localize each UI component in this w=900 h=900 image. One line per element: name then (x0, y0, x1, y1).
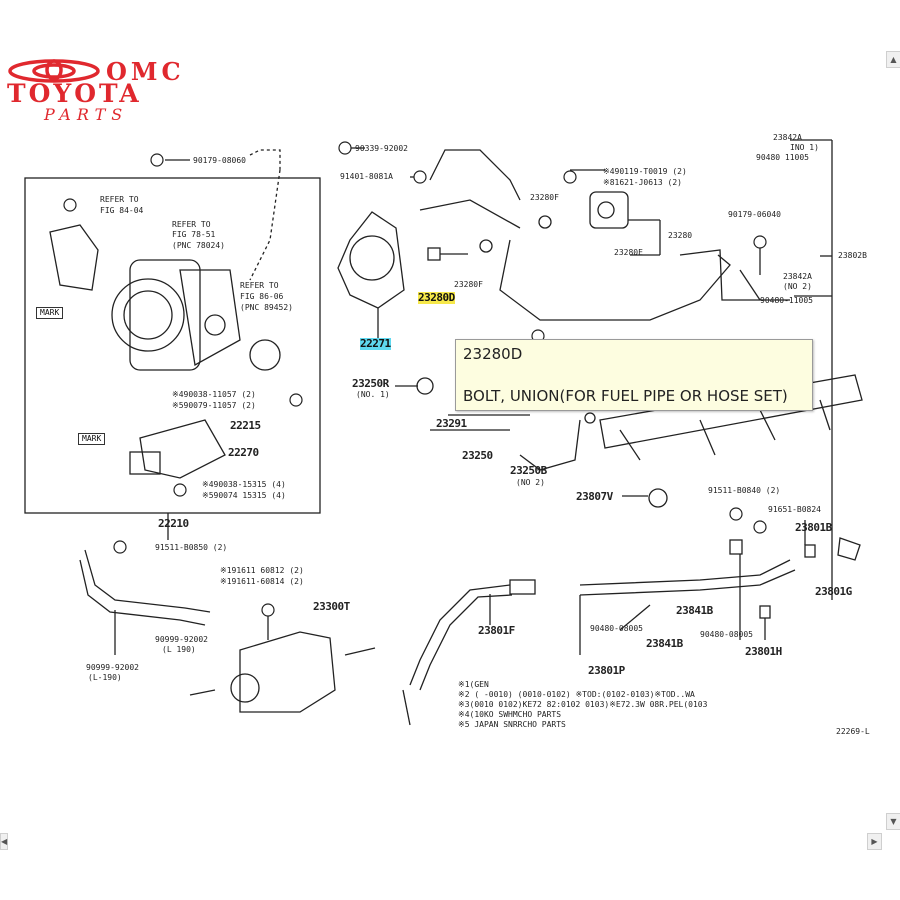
diagram-ref: 22269-L (836, 727, 870, 736)
callout-22271[interactable]: 22271 (360, 337, 391, 350)
callout-90480-08005-2[interactable]: 90480-08005 (700, 630, 753, 639)
callout-590074-15315[interactable]: ※590074 15315 (4) (202, 491, 286, 500)
note-5: ※5 JAPAN SNRRCHO PARTS (458, 720, 566, 729)
mark-box-top: MARK (36, 307, 64, 319)
callout-22210[interactable]: 22210 (158, 517, 189, 530)
tooltip-part-number: 23280D (463, 345, 523, 363)
callout-23801g[interactable]: 23801G (815, 585, 852, 598)
callout-23841b[interactable]: 23841B (676, 604, 713, 617)
callout-23801h[interactable]: 23801H (745, 645, 782, 658)
callout-90480-11005[interactable]: 90480-11005 (760, 296, 813, 305)
callout-l190: (L 190) (162, 645, 196, 654)
callout-23801f[interactable]: 23801F (478, 624, 515, 637)
callout-191611-60814[interactable]: ※191611-60814 (2) (220, 577, 304, 586)
scroll-right-button[interactable]: ▶ (867, 833, 882, 850)
callout-23291[interactable]: 23291 (436, 417, 467, 430)
note-4: ※4(10KO SWHMCHO PARTS (458, 710, 562, 719)
callout-no-2: (NO 2) (516, 478, 545, 487)
note-3: ※3(0010 0102)KE72 82:0102 0103)※E72.3W 0… (458, 700, 708, 709)
scroll-down-button[interactable]: ▼ (886, 813, 900, 830)
callout-90339-92002[interactable]: 90339-92002 (355, 144, 408, 153)
callout-91511-b0850[interactable]: 91511-B0850 (2) (155, 543, 228, 552)
callout-91401-8081a[interactable]: 91401-8081A (340, 172, 393, 181)
note-1: ※1(GEN (458, 680, 489, 689)
callout-23842a-2[interactable]: 23842A (783, 272, 812, 281)
refer-pnc-3: (PNC 89452) (240, 303, 293, 312)
callout-23807v[interactable]: 23807V (576, 490, 613, 503)
brand-omc: OMC (106, 58, 185, 86)
scroll-left-button[interactable]: ◀ (0, 833, 8, 850)
callout-23842a[interactable]: 23842A (773, 133, 802, 142)
callout-90999-92002-2[interactable]: 90999-92002 (86, 663, 139, 672)
refer-fig-3: FIG 86-06 (240, 292, 284, 301)
callout-23802b[interactable]: 23802B (838, 251, 867, 260)
callout-90480-08005[interactable]: 90480-08005 (590, 624, 643, 633)
callout-no1: INO 1) (790, 143, 819, 152)
callout-23280d[interactable]: 23280D (418, 291, 455, 304)
refer-to-1: REFER TO (100, 195, 139, 204)
callout-90480-11005-top[interactable]: 90480 11005 (756, 153, 809, 162)
callout-590079-11057[interactable]: ※590079-11057 (2) (172, 401, 256, 410)
callout-22270[interactable]: 22270 (228, 446, 259, 459)
callout-22215[interactable]: 22215 (230, 419, 261, 432)
callout-no2: (NO 2) (783, 282, 812, 291)
scroll-up-button[interactable]: ▲ (886, 51, 900, 68)
callout-81621[interactable]: ※81621-J0613 (2) (603, 178, 682, 187)
callout-23801p[interactable]: 23801P (588, 664, 625, 677)
callout-490119[interactable]: ※490119-T0019 (2) (603, 167, 687, 176)
brand-parts: PARTS (43, 105, 128, 124)
refer-pnc-2: (PNC 78024) (172, 241, 225, 250)
mark-label: MARK (82, 434, 102, 443)
callout-90999-92002[interactable]: 90999-92002 (155, 635, 208, 644)
callout-l-190: (L-190) (88, 673, 122, 682)
refer-fig-1: FIG 84-04 (100, 206, 144, 215)
mark-label: MARK (40, 308, 60, 317)
callout-23280f[interactable]: 23280F (454, 280, 483, 289)
refer-fig-2: FIG 78-51 (172, 230, 216, 239)
callout-91511-b0840[interactable]: 91511-B0840 (2) (708, 486, 781, 495)
callout-90179-06040[interactable]: 90179-06040 (728, 210, 781, 219)
callout-23280f-top[interactable]: 23280F (530, 193, 559, 202)
callout-23300t[interactable]: 23300T (313, 600, 350, 613)
callout-23280[interactable]: 23280 (668, 231, 693, 240)
callout-23250r[interactable]: 23250R (352, 377, 389, 390)
refer-to-2: REFER TO (172, 220, 211, 229)
callout-23280e[interactable]: 23280E (614, 248, 643, 257)
mark-box-bottom: MARK (78, 433, 106, 445)
callout-191611-60812[interactable]: ※191611 60812 (2) (220, 566, 304, 575)
callout-490038-11057[interactable]: ※490038-11057 (2) (172, 390, 256, 399)
note-2: ※2 ( -0010) (0010-0102) ※TOD:(0102-0103)… (458, 690, 695, 699)
callout-no-1: (NO. 1) (356, 390, 390, 399)
part-tooltip: 23280D BOLT, UNION(FOR FUEL PIPE OR HOSE… (455, 339, 813, 411)
tooltip-description: BOLT, UNION(FOR FUEL PIPE OR HOSE SET) (463, 387, 788, 405)
callout-23250b[interactable]: 23250B (510, 464, 547, 477)
refer-to-3: REFER TO (240, 281, 279, 290)
callout-23841b-2[interactable]: 23841B (646, 637, 683, 650)
callout-23250[interactable]: 23250 (462, 449, 493, 462)
toyota-logo: OMC TOYOTA PARTS (7, 58, 185, 124)
brand-toyota: TOYOTA (7, 79, 142, 108)
callout-90179-08060[interactable]: 90179-08060 (193, 156, 246, 165)
callout-490038-15315[interactable]: ※490038-15315 (4) (202, 480, 286, 489)
callout-23801b[interactable]: 23801B (795, 521, 832, 534)
callout-91651-b0824[interactable]: 91651-B0824 (768, 505, 821, 514)
